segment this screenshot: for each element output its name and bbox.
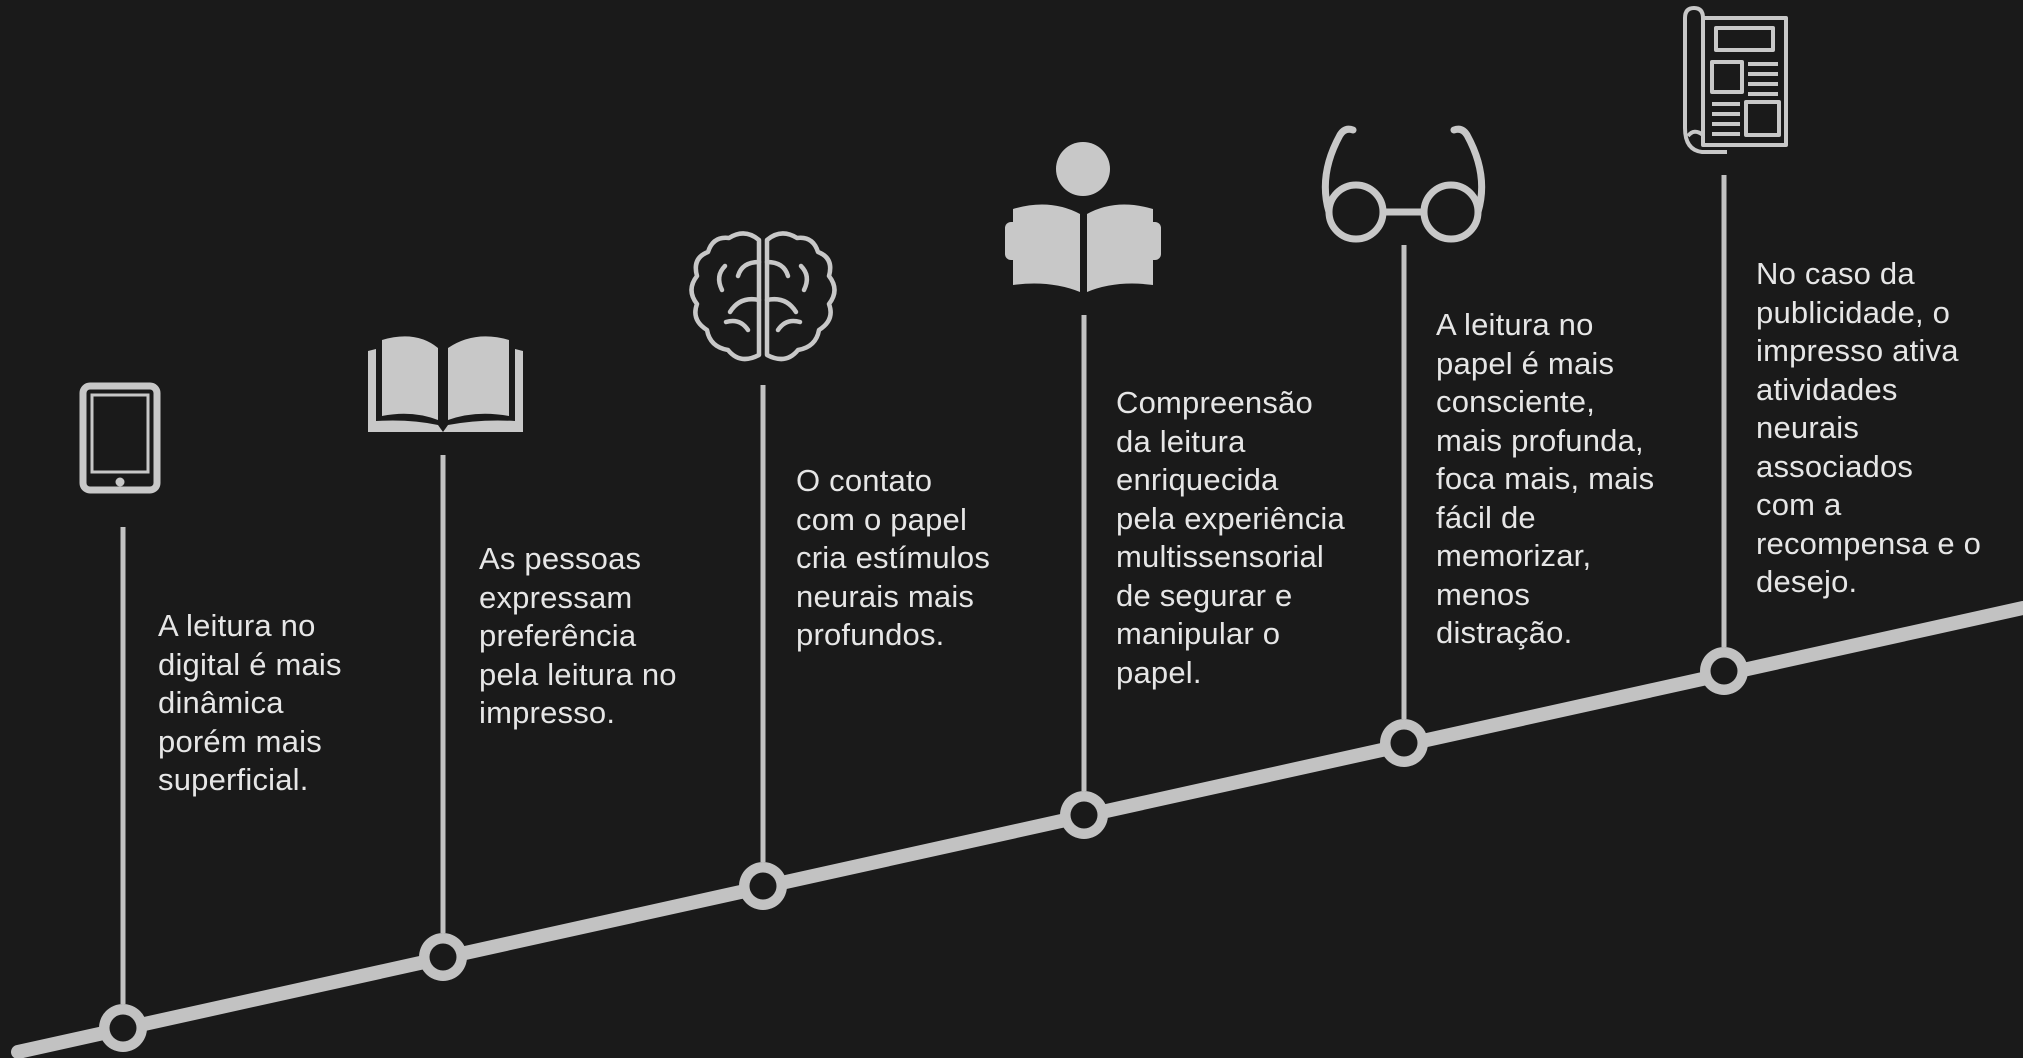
marker-5 [1380, 719, 1428, 767]
step-3-text: O contato com o papel cria estímulos neu… [796, 463, 991, 652]
person-reading-icon [1005, 142, 1161, 292]
tablet-icon [79, 382, 161, 494]
step-4-text: Compreensão da leitura enriquecida pela … [1116, 385, 1345, 690]
timeline-markers [99, 647, 1748, 1052]
brain-icon [689, 231, 837, 362]
timeline-line [11, 601, 2023, 1058]
step-6-text: No caso da publicidade, o impresso ativa… [1756, 256, 1982, 599]
marker-3 [739, 862, 787, 910]
step-2-text: As pessoas expressam preferência pela le… [479, 541, 677, 730]
glasses-icon [1321, 125, 1486, 243]
open-book-icon [368, 336, 523, 432]
timeline-stems [120, 175, 1727, 1004]
step-1-text: A leitura no digital é mais dinâmica por… [158, 608, 342, 797]
marker-1 [99, 1004, 147, 1052]
marker-6 [1700, 647, 1748, 695]
marker-4 [1060, 791, 1108, 839]
newspaper-icon [1683, 6, 1788, 154]
marker-2 [419, 933, 467, 981]
step-5-text: A leitura no papel é mais consciente, ma… [1436, 307, 1655, 650]
